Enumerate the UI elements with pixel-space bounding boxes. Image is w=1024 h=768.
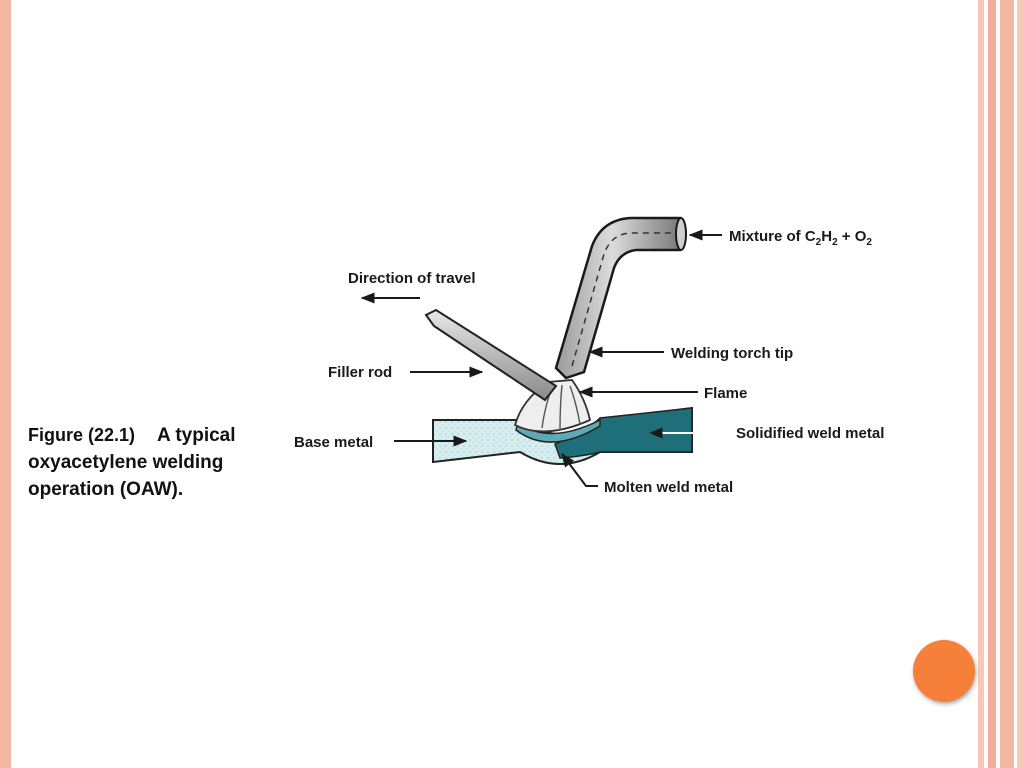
right-border-bar-1 bbox=[978, 0, 984, 768]
direction-of-travel-label: Direction of travel bbox=[348, 270, 476, 287]
mixture-label: Mixture of C2H2 + O2 bbox=[729, 228, 872, 248]
slide-nav-button[interactable] bbox=[913, 640, 975, 702]
caption-line-1: Figure (22.1) A typical bbox=[28, 422, 288, 449]
figure-caption: Figure (22.1) A typical oxyacetylene weld… bbox=[28, 422, 288, 503]
base-metal-label: Base metal bbox=[294, 434, 373, 451]
torch-tip-label: Welding torch tip bbox=[671, 345, 793, 362]
caption-line-2: oxyacetylene welding bbox=[28, 452, 224, 473]
right-border-bar-2 bbox=[988, 0, 996, 768]
molten-weld-label: Molten weld metal bbox=[604, 479, 733, 496]
right-border-bar-3 bbox=[1000, 0, 1014, 768]
filler-rod bbox=[424, 308, 558, 402]
molten-arrow bbox=[561, 452, 598, 487]
base-metal-plate bbox=[432, 406, 693, 465]
flame-label: Flame bbox=[704, 385, 747, 402]
figure-number: Figure (22.1) bbox=[28, 425, 136, 445]
caption-line-3: operation (OAW). bbox=[28, 479, 184, 500]
flame bbox=[513, 379, 592, 433]
filler-rod-label: Filler rod bbox=[328, 364, 392, 381]
right-border-bar-4 bbox=[1017, 0, 1024, 768]
welding-torch bbox=[554, 216, 687, 380]
solidified-weld-label: Solidified weld metal bbox=[736, 425, 884, 442]
caption-text-1: A typical bbox=[157, 425, 236, 446]
left-border-bar bbox=[0, 0, 11, 768]
